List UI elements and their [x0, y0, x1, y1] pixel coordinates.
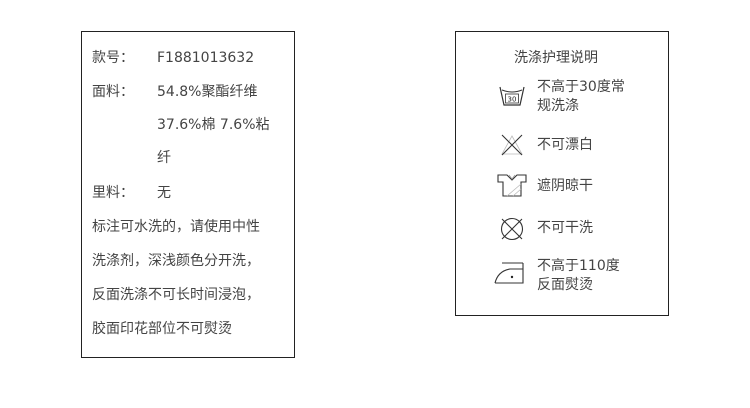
care-text: 不高于110度 — [537, 258, 620, 274]
lining-value: 无 — [157, 185, 171, 201]
care-title: 洗涤护理说明 — [514, 50, 598, 66]
lining-label: 里料： — [92, 185, 134, 201]
note-line: 洗涤剂，深浅颜色分开洗， — [92, 253, 260, 269]
fabric-line: 54.8%聚酯纤维 — [157, 84, 258, 100]
wash-30-icon: 30 — [499, 86, 525, 106]
care-text: 规洗涤 — [537, 98, 579, 114]
style-value: F1881013632 — [157, 50, 255, 66]
care-text: 不高于30度常 — [537, 79, 625, 95]
care-instructions-card — [455, 31, 669, 316]
note-line: 胶面印花部位不可熨烫 — [92, 321, 232, 337]
care-text: 反面熨烫 — [537, 277, 593, 293]
style-label: 款号： — [92, 50, 134, 66]
iron-icon — [494, 262, 524, 284]
no-bleach-icon — [501, 134, 523, 156]
fabric-line: 纤 — [157, 150, 171, 166]
care-text: 不可干洗 — [537, 220, 593, 236]
no-dry-clean-icon — [500, 217, 524, 241]
care-text: 遮阴晾干 — [537, 178, 593, 194]
fabric-label: 面料： — [92, 84, 134, 100]
note-line: 反面洗涤不可长时间浸泡， — [92, 287, 260, 303]
care-text: 不可漂白 — [537, 137, 593, 153]
fabric-line: 37.6%棉 7.6%粘 — [157, 117, 270, 133]
product-info-card — [81, 31, 295, 358]
shade-dry-icon — [497, 174, 527, 197]
note-line: 标注可水洗的，请使用中性 — [92, 219, 260, 235]
wash-temp: 30 — [508, 96, 517, 104]
